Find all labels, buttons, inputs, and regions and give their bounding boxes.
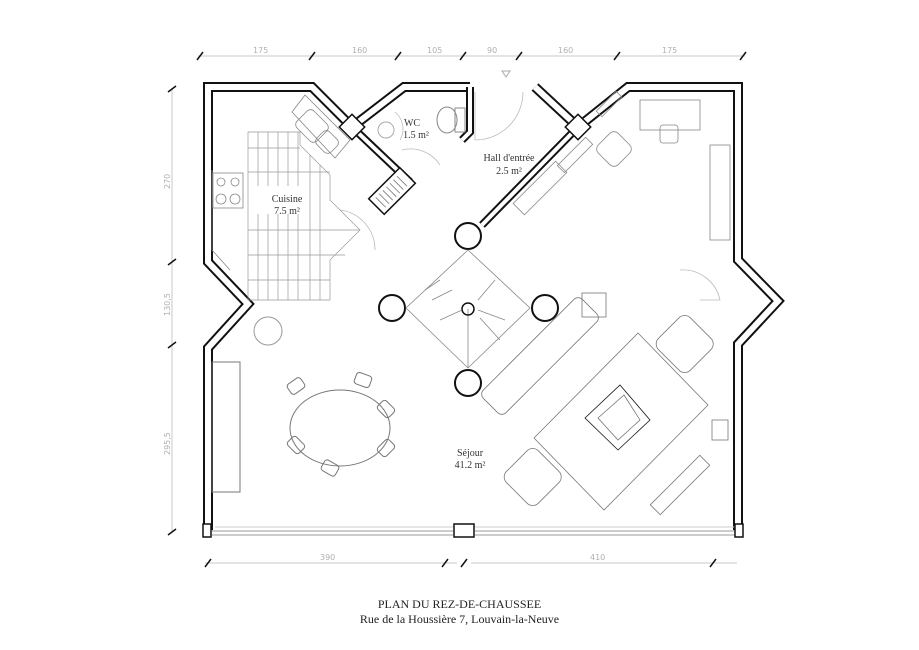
dim-left-1: 270 bbox=[163, 174, 172, 189]
pier bbox=[564, 113, 592, 141]
room-name-hall: Hall d'entrée bbox=[484, 153, 536, 164]
pier bbox=[338, 113, 366, 141]
room-area-hall: 2.5 m² bbox=[496, 166, 522, 177]
kitchen-counter bbox=[211, 94, 351, 271]
kitchen-label-bg bbox=[256, 186, 306, 214]
top-dimension-labels: 175 160 105 90 160 175 bbox=[253, 46, 677, 55]
plan-title: PLAN DU REZ-DE-CHAUSSEE bbox=[377, 597, 542, 611]
room-area-kitchen: 7.5 m² bbox=[274, 206, 300, 217]
wash-basin-icon bbox=[377, 121, 395, 139]
dim-top-2: 160 bbox=[352, 46, 367, 55]
window-pier bbox=[453, 523, 475, 538]
dim-top-5: 160 bbox=[558, 46, 573, 55]
sofa bbox=[481, 297, 599, 415]
plan-address: Rue de la Houssière 7, Louvain-la-Neuve bbox=[359, 612, 560, 626]
sink-icon bbox=[295, 109, 329, 143]
toilet-icon bbox=[436, 106, 466, 134]
dim-left-3: 295,5 bbox=[163, 432, 172, 455]
armchair bbox=[596, 131, 632, 167]
room-name-wc: WC bbox=[404, 118, 420, 129]
columns bbox=[378, 222, 559, 397]
armchair bbox=[503, 448, 562, 506]
armchair bbox=[655, 315, 714, 373]
hall-furniture bbox=[512, 90, 731, 241]
closet bbox=[367, 166, 417, 216]
living-furniture bbox=[481, 292, 729, 516]
exterior-walls bbox=[203, 82, 785, 530]
stove-icon bbox=[212, 172, 244, 209]
dim-bottom-2: 410 bbox=[590, 553, 605, 562]
dim-top-6: 175 bbox=[662, 46, 677, 55]
rug bbox=[533, 332, 709, 511]
doors bbox=[339, 91, 721, 301]
dim-left-2: 130,5 bbox=[163, 293, 172, 316]
kitchen-floor-tiles bbox=[247, 131, 361, 301]
bay-window bbox=[212, 526, 735, 536]
room-name-kitchen: Cuisine bbox=[272, 194, 303, 205]
dim-top-4: 90 bbox=[487, 46, 497, 55]
entrance-marker-icon bbox=[501, 70, 511, 78]
tv-stand bbox=[649, 454, 711, 516]
dining-table bbox=[211, 361, 396, 493]
staircase bbox=[405, 249, 531, 369]
dim-bottom-1: 390 bbox=[320, 553, 335, 562]
room-name-living: Séjour bbox=[457, 448, 484, 459]
dimension-ticks bbox=[167, 51, 747, 568]
room-area-wc: 1.5 m² bbox=[403, 130, 429, 141]
interior-walls bbox=[349, 87, 581, 228]
plant-pot bbox=[253, 316, 283, 346]
dim-top-1: 175 bbox=[253, 46, 268, 55]
room-area-living: 41.2 m² bbox=[455, 460, 486, 471]
dim-top-3: 105 bbox=[427, 46, 442, 55]
dimension-lines bbox=[171, 55, 745, 564]
left-dimension-labels: 270 130,5 295,5 bbox=[163, 174, 172, 455]
